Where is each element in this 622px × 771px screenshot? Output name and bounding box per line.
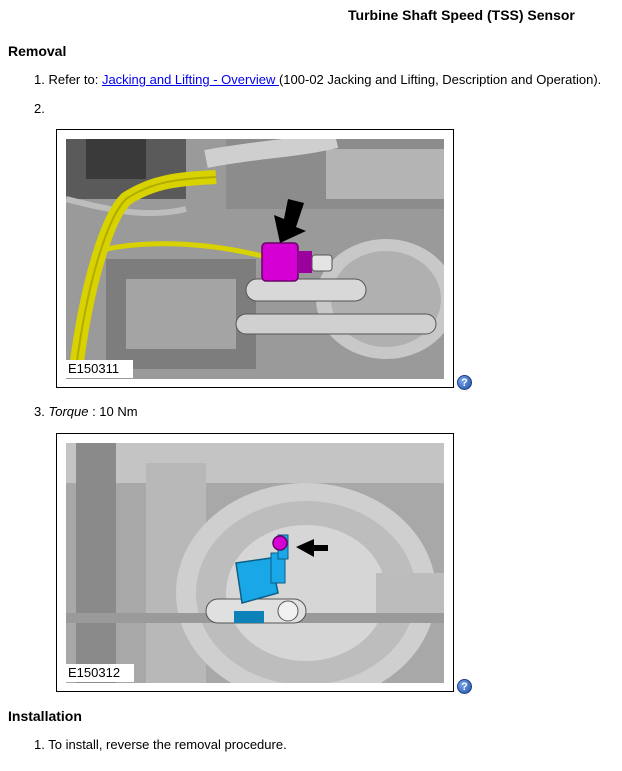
figure-label: E150312: [66, 664, 135, 682]
removal-step-1: 1. Refer to: Jacking and Lifting - Overv…: [34, 72, 601, 87]
removal-step-2: 2.: [34, 101, 45, 116]
step-number: 3.: [34, 404, 45, 419]
torque-value: : 10 Nm: [88, 404, 138, 419]
jacking-lifting-link[interactable]: Jacking and Lifting - Overview: [101, 72, 279, 87]
removal-heading: Removal: [8, 43, 67, 59]
tss-sensor-illustration: [66, 443, 444, 683]
figure-e150311: E150311: [56, 129, 454, 388]
step-prefix: Refer to:: [48, 72, 102, 87]
tss-connector-illustration: [66, 139, 444, 379]
page-title: Turbine Shaft Speed (TSS) Sensor: [348, 7, 575, 23]
step-number: 1.: [34, 737, 45, 752]
figure-e150312: E150312: [56, 433, 454, 692]
installation-heading: Installation: [8, 708, 82, 724]
step-suffix: (100-02 Jacking and Lifting, Description…: [278, 72, 602, 87]
torque-label: Torque: [48, 404, 89, 419]
help-icon[interactable]: ?: [457, 375, 472, 390]
step-number: 1.: [34, 72, 45, 87]
figure-label: E150311: [66, 360, 134, 378]
step-text: To install, reverse the removal procedur…: [48, 737, 287, 752]
help-icon[interactable]: ?: [457, 679, 472, 694]
installation-step-1: 1. To install, reverse the removal proce…: [34, 737, 287, 752]
step-number: 2.: [34, 101, 45, 116]
removal-step-3: 3. Torque : 10 Nm: [34, 404, 138, 419]
